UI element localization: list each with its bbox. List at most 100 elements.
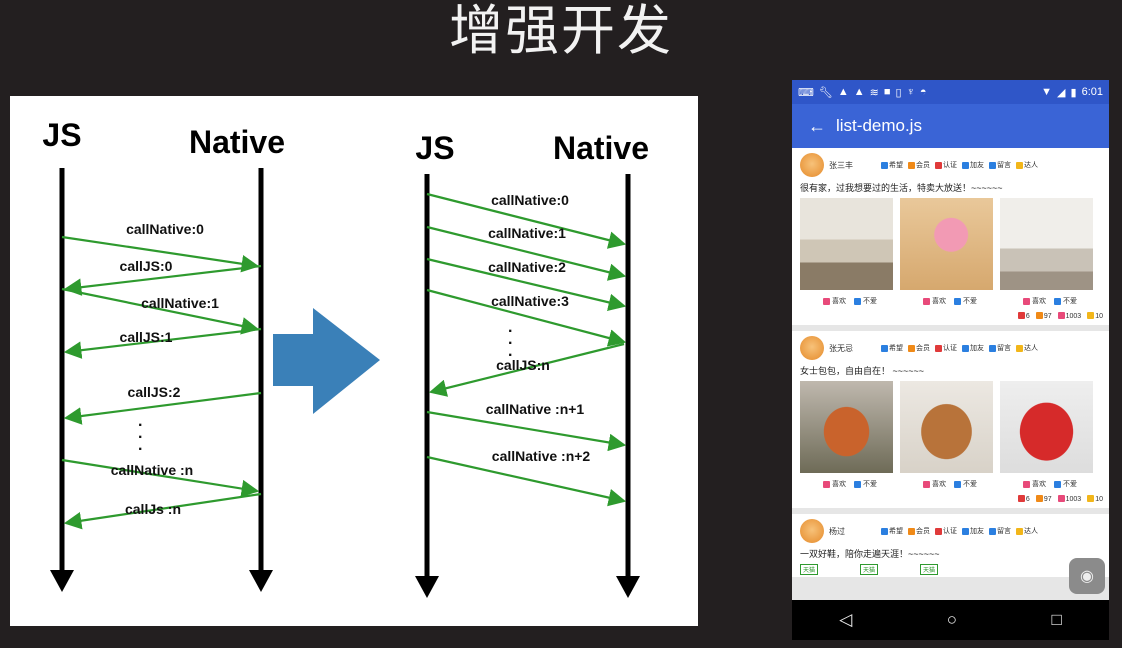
slide-title: 增强开发	[449, 0, 673, 62]
dislike-button[interactable]: 不爱	[954, 296, 977, 306]
like-button[interactable]: 喜欢	[823, 479, 846, 489]
store-badge: 天猫	[860, 564, 879, 575]
right-message-arrow	[426, 192, 627, 249]
like-button[interactable]: 喜欢	[823, 296, 846, 306]
tag-badge[interactable]: 达人	[1016, 343, 1038, 353]
tag-badge[interactable]: 认证	[935, 526, 957, 536]
left-js-label: JS	[42, 117, 81, 153]
post-card[interactable]: 杨过 希望 会员 认证 加友 留言 达人 一双好鞋，陪你走遍天涯！~~~~~~ …	[792, 514, 1109, 577]
left-message-arrow	[63, 492, 262, 530]
stat-count: 97	[1035, 312, 1052, 320]
right-js-lifeline-arrowhead	[415, 576, 439, 598]
post-photo[interactable]	[900, 198, 993, 290]
post-card[interactable]: 张无忌 希望 会员 认证 加友 留言 达人 女士包包，自由自在！ ~~~~~~ …	[792, 331, 1109, 508]
post-author: 张三丰	[829, 160, 853, 170]
avatar[interactable]	[800, 519, 824, 543]
tag-badge[interactable]: 认证	[935, 343, 957, 353]
warning-icon: ▲	[853, 86, 865, 98]
wrench-icon: 🔧︎	[818, 86, 833, 99]
eye-icon[interactable]: ◉	[1069, 558, 1105, 594]
avatar[interactable]	[800, 336, 824, 360]
dislike-button[interactable]: 不爱	[1054, 479, 1077, 489]
post-text: 一双好鞋，陪你走遍天涯！~~~~~~	[800, 549, 940, 559]
stat-count: 10	[1087, 312, 1103, 320]
sequence-diagram: JS Native JS Native callNative:0 callJS:…	[42, 117, 649, 598]
tag-badge[interactable]: 留言	[989, 160, 1011, 170]
signal-icon: ◢	[1057, 86, 1066, 99]
tag-badge[interactable]: 希望	[881, 526, 903, 536]
notification-icon: ≋	[869, 86, 879, 99]
tag-badge[interactable]: 达人	[1016, 160, 1038, 170]
post-author: 张无忌	[829, 343, 853, 353]
post-feed[interactable]: 张三丰 希望 会员 认证 加友 留言 达人 很有家，过我想要过的生活，特卖大放送…	[792, 148, 1109, 600]
stat-count: 1003	[1057, 312, 1081, 320]
wifi-icon: ▼	[1041, 86, 1053, 98]
square-icon: ■	[883, 86, 891, 98]
status-bar: ⌨ 🔧︎ ▲ ▲ ≋ ■ ▯ ♆ ◓ ▼ ◢ ▮ 6:01	[792, 80, 1109, 104]
left-message-label: callJS:1	[120, 329, 173, 345]
tag-badge[interactable]: 会员	[908, 160, 930, 170]
post-photo[interactable]	[1000, 381, 1093, 473]
right-ellipsis: .	[508, 319, 512, 336]
left-message-label: callJS:2	[128, 384, 181, 400]
post-photo[interactable]	[800, 381, 893, 473]
tag-badge[interactable]: 留言	[989, 343, 1011, 353]
store-badge: 天猫	[800, 564, 819, 575]
tag-badge[interactable]: 会员	[908, 526, 930, 536]
android-icon: ◓	[919, 86, 927, 98]
left-ellipsis: .	[138, 425, 142, 442]
app-title: list-demo.js	[836, 116, 922, 135]
right-message-label: callJS:n	[496, 357, 550, 373]
tag-badge[interactable]: 希望	[881, 160, 903, 170]
like-button[interactable]: 喜欢	[923, 479, 946, 489]
like-button[interactable]: 喜欢	[923, 296, 946, 306]
right-native-label: Native	[553, 130, 649, 166]
dislike-button[interactable]: 不爱	[954, 479, 977, 489]
tag-badge[interactable]: 希望	[881, 343, 903, 353]
tag-badge[interactable]: 会员	[908, 343, 930, 353]
left-message-arrow	[61, 458, 260, 498]
left-js-lifeline-arrowhead	[50, 570, 74, 592]
post-card[interactable]: 张三丰 希望 会员 认证 加友 留言 达人 很有家，过我想要过的生活，特卖大放送…	[792, 148, 1109, 325]
sequence-diagram-panel: JS Native JS Native callNative:0 callJS:…	[10, 96, 698, 626]
stat-count: 10	[1087, 495, 1103, 503]
stat-count: 6	[1017, 312, 1030, 320]
right-message-label: callNative:2	[488, 259, 566, 275]
big-right-arrow	[273, 308, 380, 414]
post-photo[interactable]	[1000, 198, 1093, 290]
tag-badge[interactable]: 达人	[1016, 526, 1038, 536]
right-message-label: callNative:1	[488, 225, 566, 241]
tag-badge[interactable]: 认证	[935, 160, 957, 170]
left-message-label: callNative :n	[111, 462, 193, 478]
like-button[interactable]: 喜欢	[1023, 479, 1046, 489]
post-text: 很有家，过我想要过的生活，特卖大放送！~~~~~~	[800, 183, 1003, 193]
tag-badge[interactable]: 加友	[962, 526, 984, 536]
right-js-label: JS	[415, 130, 454, 166]
tag-badge[interactable]: 加友	[962, 160, 984, 170]
dislike-button[interactable]: 不爱	[854, 296, 877, 306]
post-photo[interactable]	[900, 381, 993, 473]
like-button[interactable]: 喜欢	[1023, 296, 1046, 306]
dislike-button[interactable]: 不爱	[1054, 296, 1077, 306]
stat-count: 97	[1035, 495, 1052, 503]
stat-count: 6	[1017, 495, 1030, 503]
store-badge: 天猫	[920, 564, 939, 575]
dislike-button[interactable]: 不爱	[854, 479, 877, 489]
tag-badge[interactable]: 加友	[962, 343, 984, 353]
nav-back-icon[interactable]: ◁	[839, 610, 853, 629]
nav-recent-icon[interactable]: □	[1051, 610, 1062, 629]
nav-home-icon[interactable]: ○	[946, 610, 958, 629]
right-message-arrow	[426, 257, 627, 311]
left-ellipsis: .	[138, 413, 142, 430]
avatar[interactable]	[800, 153, 824, 177]
left-native-lifeline-arrowhead	[249, 570, 273, 592]
post-photo[interactable]	[800, 198, 893, 290]
app-bar: ← list-demo.js	[792, 104, 1109, 148]
tag-badge[interactable]: 留言	[989, 526, 1011, 536]
right-message-arrow	[428, 342, 625, 397]
warning-icon: ▲	[837, 86, 849, 98]
left-message-label: callNative:0	[126, 221, 204, 237]
stat-count: 1003	[1057, 495, 1081, 503]
back-arrow-icon[interactable]: ←	[808, 115, 826, 136]
right-ellipsis: .	[508, 331, 512, 348]
